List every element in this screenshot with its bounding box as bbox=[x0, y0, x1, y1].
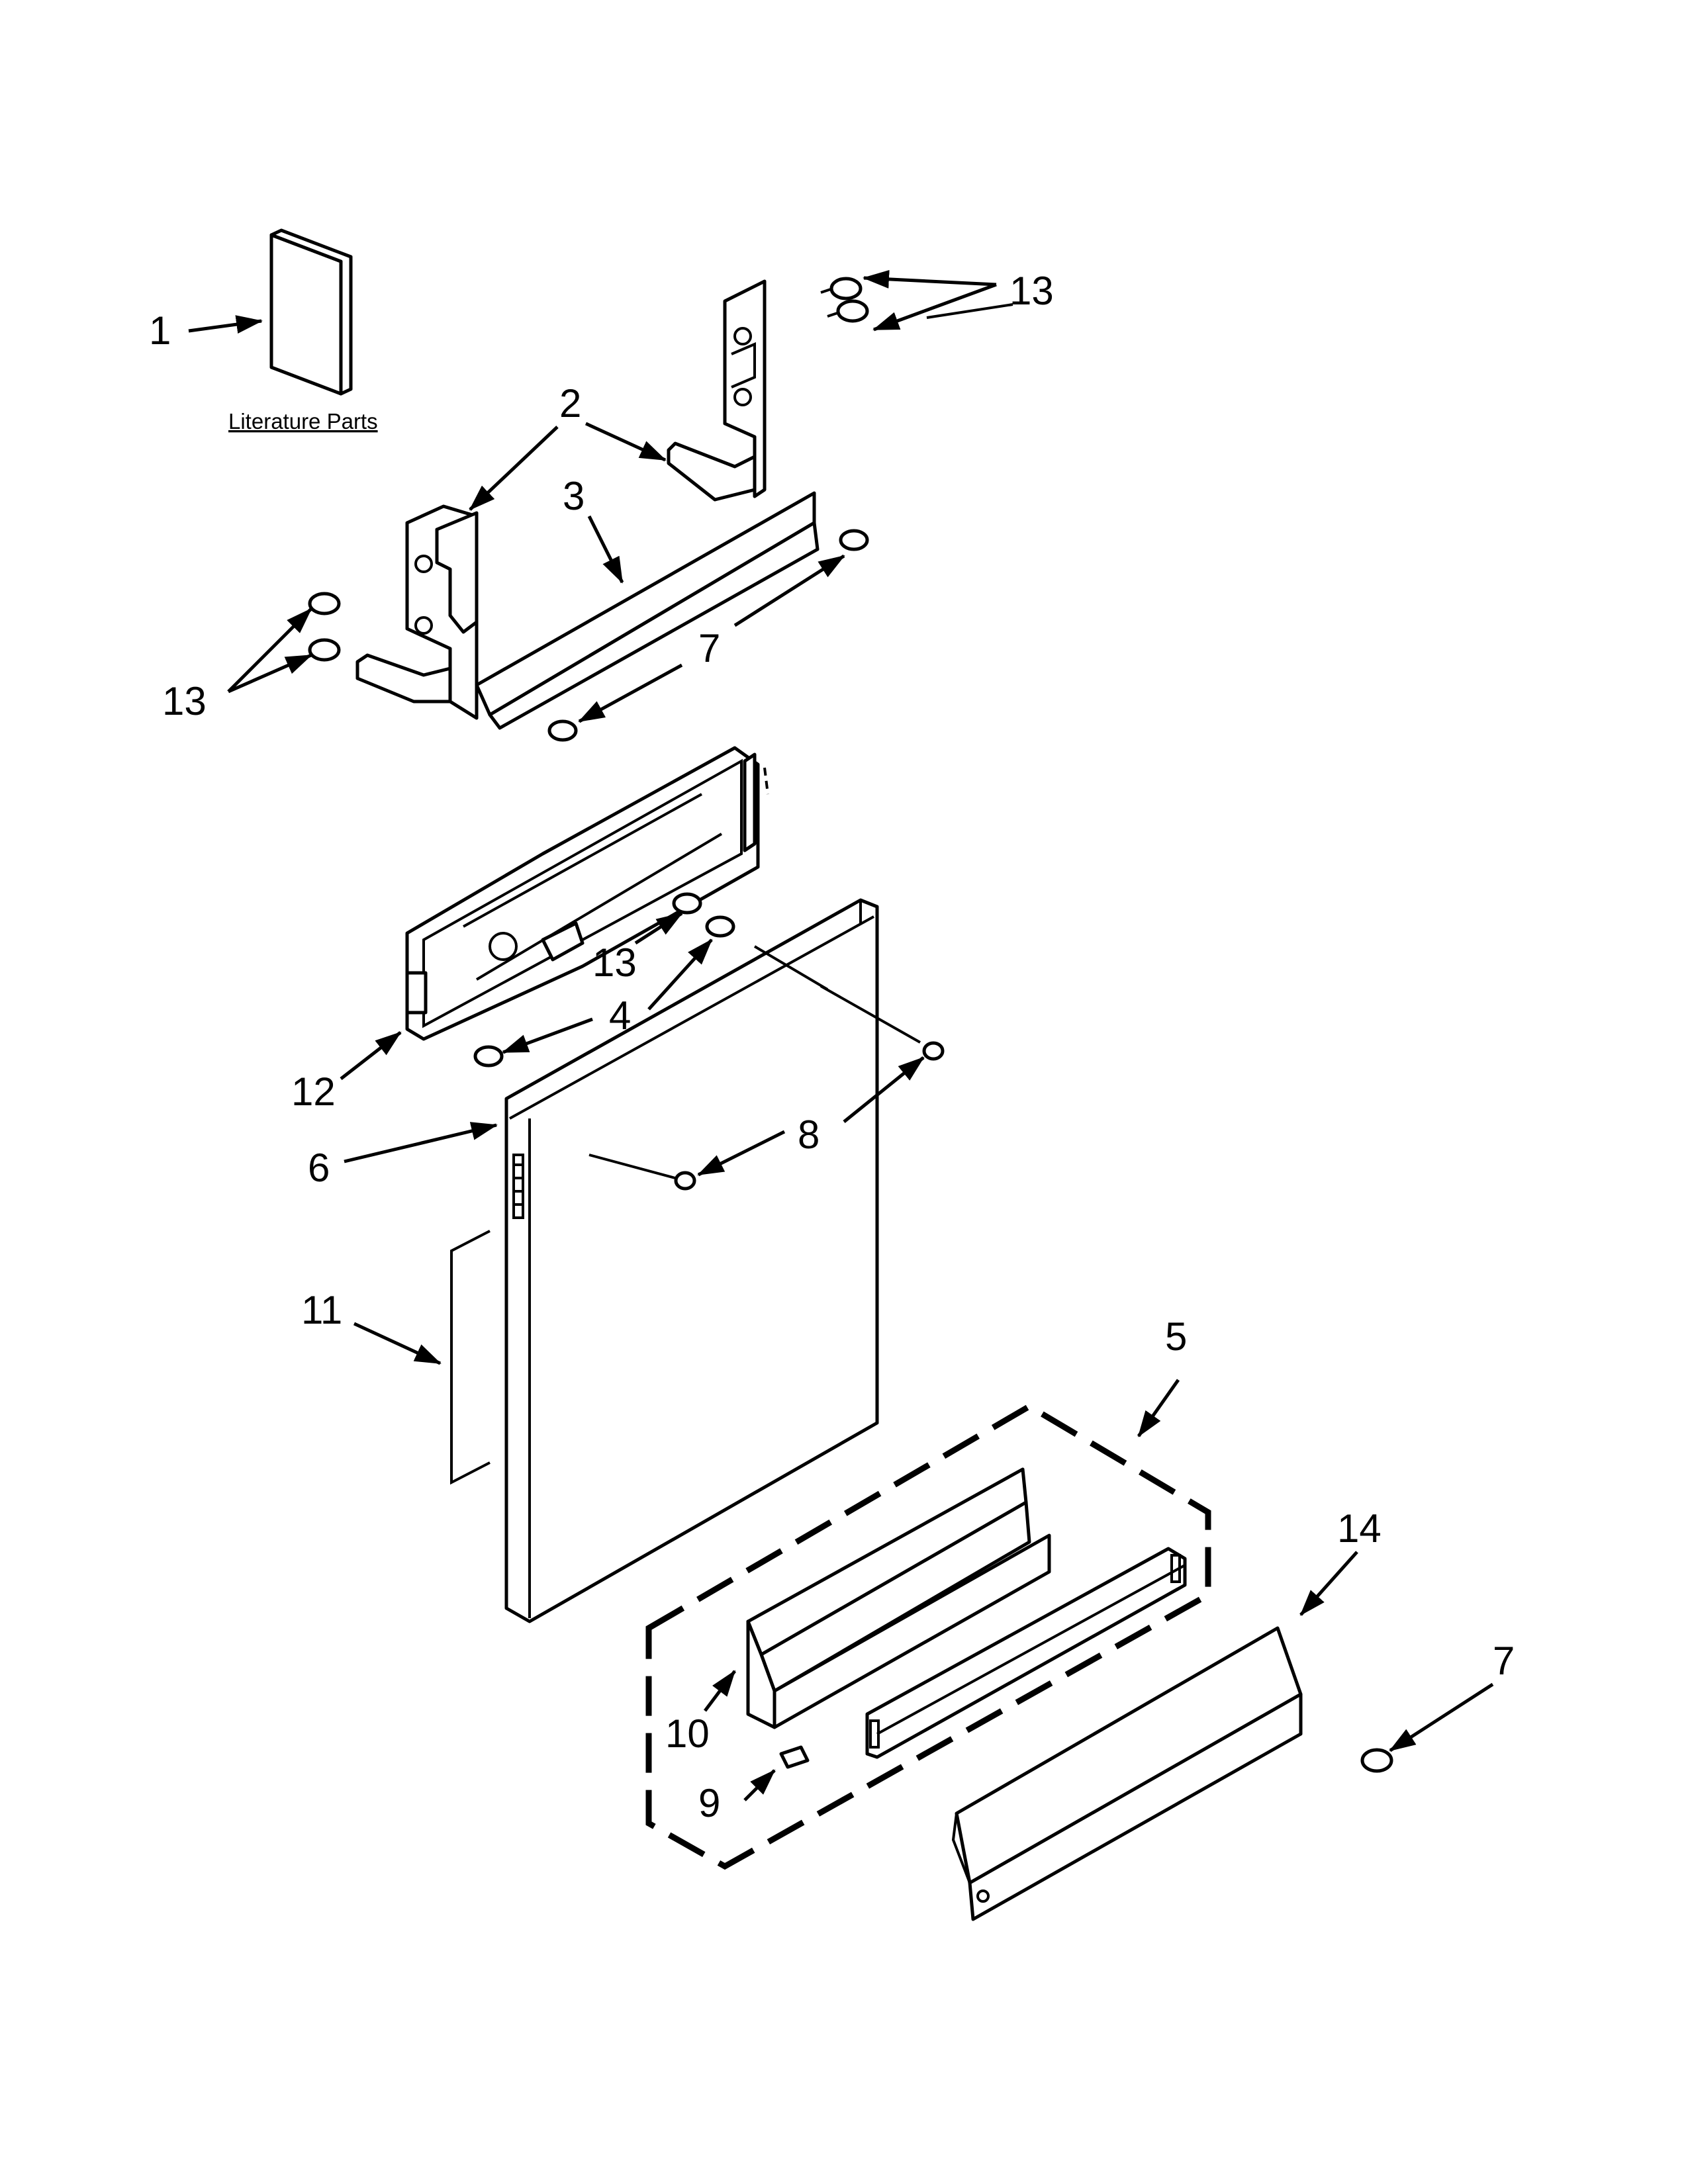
callout-12: 12 bbox=[291, 1069, 336, 1114]
literature-part bbox=[269, 228, 353, 396]
callout-8: 8 bbox=[798, 1113, 820, 1157]
callout-1: 1 bbox=[149, 308, 171, 353]
assembly-guides bbox=[588, 303, 1013, 1179]
screw-4-a bbox=[705, 915, 735, 938]
callout-7-top: 7 bbox=[698, 626, 720, 670]
callout-9: 9 bbox=[698, 1781, 720, 1825]
top-channel bbox=[475, 491, 820, 730]
door-gasket bbox=[450, 1230, 491, 1485]
callout-10: 10 bbox=[665, 1711, 710, 1756]
toe-panel bbox=[951, 1626, 1303, 1921]
callout-7-bottom: 7 bbox=[1493, 1639, 1515, 1683]
screw-4-b bbox=[473, 1045, 504, 1068]
leader-lines bbox=[188, 269, 1494, 1801]
screw-13-b bbox=[827, 299, 869, 323]
callout-2: 2 bbox=[559, 381, 581, 426]
screw-7-b bbox=[547, 719, 578, 742]
kit-outline bbox=[645, 1402, 1211, 1870]
trim-strip bbox=[865, 1547, 1187, 1759]
screw-7-a bbox=[839, 529, 869, 551]
clip bbox=[779, 1745, 810, 1769]
screw-13-d bbox=[308, 638, 341, 662]
literature-parts-label: Literature Parts bbox=[228, 409, 378, 433]
hinge-bracket-right bbox=[667, 279, 767, 502]
screw-13-c bbox=[308, 592, 341, 615]
screw-13-e bbox=[672, 892, 702, 915]
outer-door-panel bbox=[504, 898, 879, 1623]
callout-13-mid: 13 bbox=[592, 940, 637, 985]
callout-3: 3 bbox=[563, 474, 585, 518]
screw-8-a bbox=[922, 1041, 945, 1061]
callout-14: 14 bbox=[1337, 1506, 1382, 1551]
control-panel-assembly bbox=[405, 746, 760, 1041]
hinge-bracket-left bbox=[355, 504, 479, 720]
filler-block bbox=[746, 1467, 1051, 1729]
callout-5: 5 bbox=[1165, 1314, 1187, 1359]
callout-6: 6 bbox=[308, 1146, 330, 1190]
callout-13-top: 13 bbox=[1009, 269, 1054, 313]
callout-11: 11 bbox=[301, 1288, 342, 1332]
screw-7-c bbox=[1360, 1748, 1393, 1773]
screw-13-a bbox=[820, 277, 863, 300]
callout-4: 4 bbox=[609, 993, 631, 1038]
callout-13-left: 13 bbox=[162, 679, 207, 723]
screw-8-b bbox=[674, 1171, 696, 1191]
